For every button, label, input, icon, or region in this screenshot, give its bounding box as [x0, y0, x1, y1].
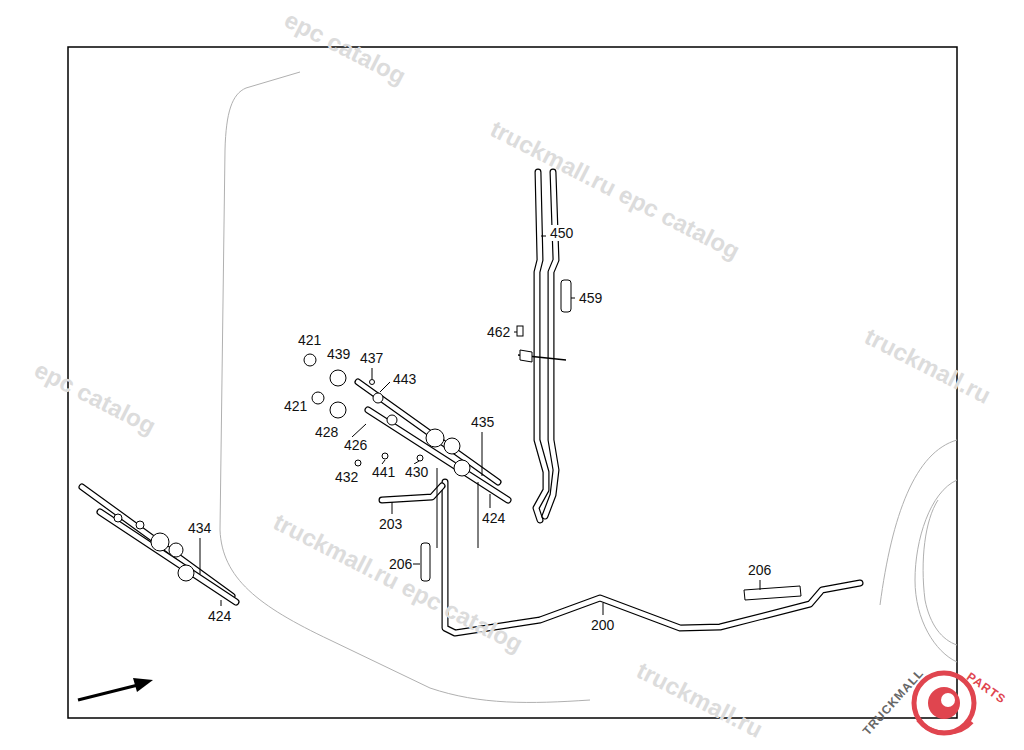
fuel-rail-part: [358, 382, 498, 482]
callout-number: 439: [326, 346, 351, 362]
leader-lines-part: [541, 236, 546, 237]
cab-outline-part: [923, 500, 957, 645]
pipes-part: [445, 482, 860, 633]
frame-part: [68, 47, 957, 718]
leader-lines-part: [514, 332, 517, 333]
pipes-part: [545, 172, 556, 516]
fuel-rail-part: [417, 455, 423, 461]
callout-number: 203: [378, 516, 403, 532]
callout-number: 435: [470, 414, 495, 430]
callout-number: 434: [187, 520, 212, 536]
fuel-rail-part: [387, 415, 397, 425]
pipes-part: [520, 350, 532, 362]
callout-number: 459: [578, 290, 603, 306]
cab-outline-part: [880, 440, 957, 605]
leader-lines: [200, 236, 760, 615]
pipes-part: [445, 482, 860, 633]
logo-text: TRUCKMALL: [860, 666, 927, 738]
leader-lines-part: [490, 494, 491, 508]
fuel-rail-part: [100, 512, 236, 602]
logo-mark-part: [928, 687, 960, 719]
logo-mark-part: [941, 693, 955, 707]
direction-arrow: [78, 678, 153, 700]
callout-number: 462: [486, 324, 511, 340]
leader-lines-part: [380, 382, 390, 392]
fuel-rail: [82, 354, 508, 602]
pipes-part: [545, 172, 556, 516]
pipes-part: [517, 326, 523, 336]
leader-lines-part: [352, 424, 366, 437]
fuel-rail-part: [304, 354, 316, 366]
frame: [68, 47, 957, 718]
fuel-rail-part: [370, 380, 375, 385]
fuel-rail-part: [178, 565, 194, 581]
pipes-part: [561, 280, 571, 312]
fuel-rail-part: [355, 460, 361, 466]
callout-number: 424: [481, 510, 506, 526]
pipes-part: [382, 486, 442, 500]
cab-outline: [220, 72, 957, 702]
fuel-rail-part: [82, 487, 232, 596]
callout-number: 432: [334, 469, 359, 485]
callout-number: 200: [590, 617, 615, 633]
leader-lines-part: [478, 482, 479, 548]
watermark: truckmall.ru: [861, 323, 995, 409]
callout-number: 443: [392, 371, 417, 387]
watermark: truckmall.ru: [633, 657, 767, 743]
callout-number: 206: [388, 556, 413, 572]
direction-arrow-part: [133, 678, 153, 692]
fuel-rail-part: [330, 370, 346, 386]
fuel-rail-part: [169, 543, 183, 557]
watermark: truckmall.ru epc catalog: [486, 116, 744, 265]
pipes-part: [536, 172, 546, 520]
pipes-part: [421, 543, 430, 581]
callout-number: 424: [207, 608, 232, 624]
pipes-part: [536, 172, 546, 520]
fuel-rail-part: [368, 410, 508, 500]
fuel-rail-part: [114, 514, 122, 522]
fuel-rail-part: [426, 429, 444, 447]
fuel-rail-part: [330, 402, 346, 418]
leader-lines-part: [760, 580, 761, 590]
fuel-rail-part: [82, 487, 232, 596]
leader-lines-part: [482, 432, 483, 476]
leader-lines-part: [603, 603, 604, 615]
fuel-rail-part: [136, 521, 144, 529]
callout-number: 428: [314, 424, 339, 440]
fuel-rail-part: [454, 460, 470, 476]
fuel-rail-part: [312, 392, 324, 404]
callout-number: 450: [549, 225, 574, 241]
pipes-part: [382, 486, 442, 500]
direction-arrow-part: [78, 685, 138, 700]
callout-number: 206: [747, 562, 772, 578]
fuel-rail-part: [100, 512, 236, 602]
leader-lines-part: [200, 538, 201, 574]
callout-number: 430: [404, 464, 429, 480]
fuel-rail-part: [358, 382, 498, 482]
leader-lines-part: [372, 368, 373, 379]
watermark: epc catalog: [280, 6, 409, 89]
watermark: epc catalog: [30, 356, 159, 439]
callout-number: 421: [297, 332, 322, 348]
fuel-rail-part: [382, 453, 388, 459]
cab-outline-part: [220, 72, 590, 702]
logo-mark-part: [918, 720, 972, 733]
callout-number: 437: [359, 350, 384, 366]
fuel-rail-part: [151, 533, 169, 551]
pipes: [382, 172, 860, 633]
fuel-rail-part: [368, 410, 508, 500]
logo-text: PARTS: [964, 669, 1009, 706]
callout-number: 426: [343, 437, 368, 453]
fuel-rail-part: [373, 393, 383, 403]
leader-lines-part: [437, 468, 438, 548]
fuel-rail-part: [444, 438, 460, 454]
callout-number: 421: [283, 398, 308, 414]
leader-lines-part: [571, 298, 575, 299]
pipes-part: [744, 586, 801, 600]
leader-lines-part: [392, 502, 393, 514]
cab-outline-part: [915, 480, 957, 662]
callout-number: 441: [371, 464, 396, 480]
leader-lines-part: [221, 600, 222, 606]
